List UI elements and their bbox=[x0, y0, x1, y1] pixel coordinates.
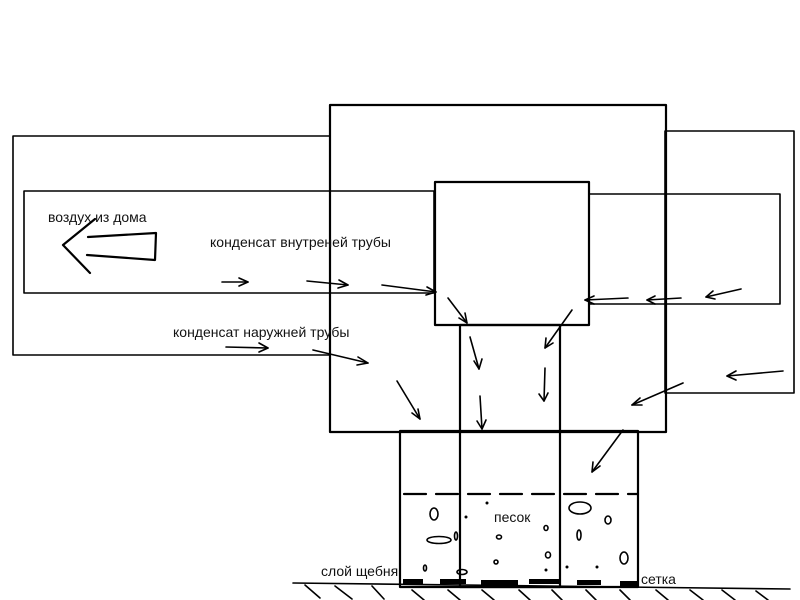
inner-pipe-right bbox=[588, 193, 781, 305]
pebble bbox=[493, 559, 499, 565]
arrow-icon bbox=[396, 380, 421, 420]
hatch bbox=[755, 590, 769, 600]
hatch bbox=[304, 584, 321, 599]
arrow-icon bbox=[221, 277, 249, 287]
pebble bbox=[544, 551, 552, 559]
mesh-segments bbox=[403, 579, 638, 586]
arrow-icon bbox=[646, 295, 682, 305]
label-mesh: сетка bbox=[641, 571, 676, 587]
mesh-segment bbox=[620, 581, 638, 586]
pebble bbox=[429, 507, 439, 521]
arrow-icon bbox=[705, 288, 742, 300]
outer-pipe-right bbox=[664, 130, 795, 394]
arrow-icon bbox=[544, 309, 573, 349]
arrow-icon bbox=[225, 342, 269, 353]
label-outer-pipe-condensate: конденсат наружней трубы bbox=[173, 324, 349, 340]
pebble bbox=[422, 564, 428, 572]
label-inner-pipe-condensate: конденсат внутреней трубы bbox=[210, 234, 391, 250]
mesh-segment bbox=[529, 579, 559, 584]
label-sand: песок bbox=[494, 509, 531, 525]
pebble bbox=[456, 568, 468, 576]
label-gravel-layer: слой щебня bbox=[321, 563, 398, 579]
mesh-segment bbox=[440, 579, 466, 584]
ground bbox=[292, 582, 791, 600]
pebble bbox=[604, 515, 612, 525]
pebble bbox=[568, 501, 592, 515]
arrow-icon bbox=[381, 284, 437, 296]
pebble bbox=[426, 535, 452, 545]
hatch bbox=[334, 585, 353, 600]
sand-dot bbox=[464, 515, 468, 519]
flow-arrows bbox=[221, 277, 784, 473]
pipe-outlines bbox=[12, 103, 795, 589]
hatch bbox=[689, 589, 704, 600]
hatch bbox=[619, 589, 631, 600]
pebble bbox=[576, 529, 582, 541]
sand-pebbles bbox=[422, 501, 629, 576]
vertical-drain-pipe bbox=[458, 323, 562, 589]
pebble bbox=[453, 531, 459, 541]
pebble bbox=[619, 551, 629, 565]
air-flow-arrow bbox=[61, 217, 158, 275]
hatch bbox=[371, 585, 385, 600]
arrow-icon bbox=[306, 279, 349, 289]
arrow-icon bbox=[476, 395, 487, 430]
sand-dot bbox=[544, 568, 548, 572]
hatch bbox=[721, 589, 736, 600]
labels: воздух из дома конденсат внутреней трубы… bbox=[48, 209, 676, 587]
central-box bbox=[328, 103, 668, 434]
arrow-icon bbox=[312, 349, 369, 366]
arrow-icon bbox=[538, 367, 549, 402]
arrow-icon bbox=[469, 336, 483, 370]
hatch bbox=[551, 589, 563, 600]
label-air-from-house: воздух из дома bbox=[48, 209, 147, 225]
hatch bbox=[447, 589, 461, 600]
sand-dot bbox=[595, 565, 599, 569]
mesh-segment bbox=[403, 579, 423, 584]
ground-hatching bbox=[304, 584, 769, 600]
arrow-icon bbox=[591, 429, 624, 473]
mesh-segment bbox=[481, 580, 518, 585]
ground-line bbox=[292, 582, 791, 590]
sand-dot bbox=[485, 501, 489, 505]
mesh-segment bbox=[577, 580, 601, 585]
inner-junction-box bbox=[433, 180, 591, 327]
hatch bbox=[585, 589, 597, 600]
arrow-icon bbox=[631, 382, 684, 406]
big-arrow-icon bbox=[61, 217, 158, 275]
pebble bbox=[495, 534, 503, 540]
hatch bbox=[481, 589, 495, 600]
pebble bbox=[543, 524, 549, 532]
hatch bbox=[655, 589, 669, 600]
hatch bbox=[411, 589, 425, 600]
hatch bbox=[518, 589, 531, 600]
arrow-icon bbox=[584, 295, 629, 305]
sand-dot bbox=[565, 565, 569, 569]
arrow-icon bbox=[447, 297, 468, 324]
arrow-icon bbox=[726, 370, 784, 381]
